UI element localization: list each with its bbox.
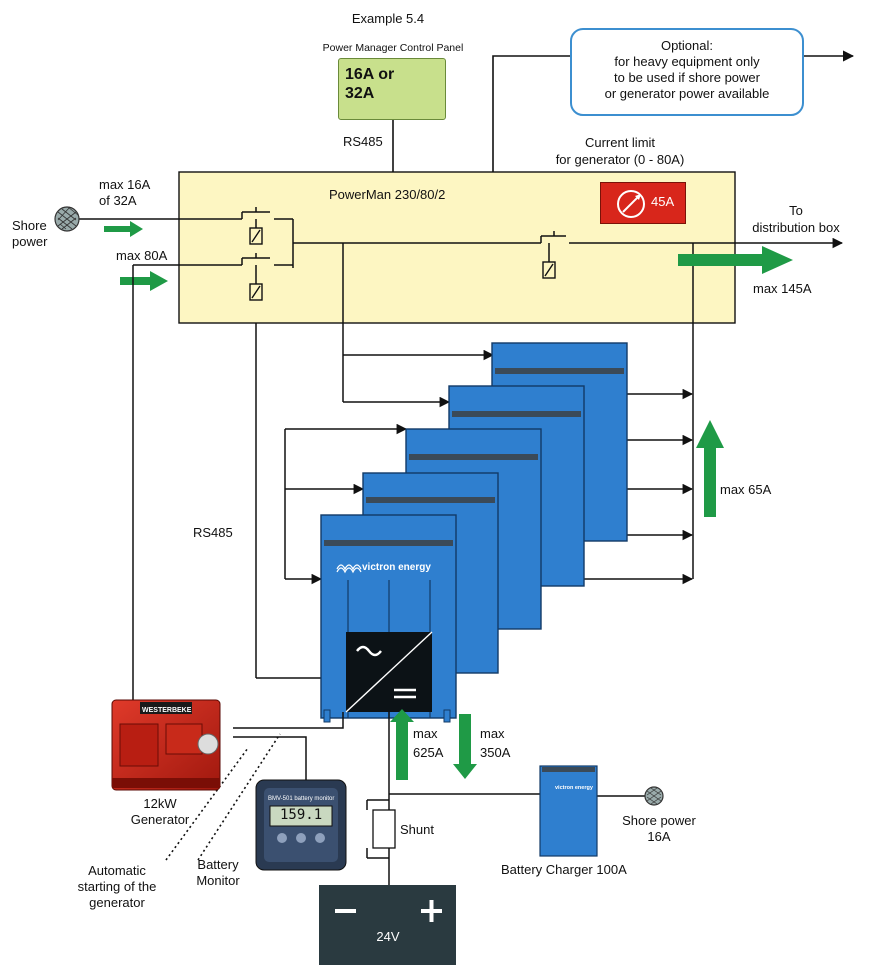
charge-current-line1: max	[413, 726, 438, 741]
victron-logo-icon	[336, 564, 362, 574]
dc-wiring	[132, 688, 647, 885]
optional-line2: for heavy equipment only	[614, 54, 760, 69]
current-limit-dial-icon	[617, 190, 645, 218]
relay-coils	[249, 227, 556, 301]
charge-current-line2: 625A	[413, 745, 444, 760]
green-arrows-currents	[390, 420, 724, 780]
current-limit-line1: Current limit	[584, 135, 656, 150]
multi-units	[320, 342, 628, 723]
shunt-label: Shunt	[400, 822, 434, 837]
powerman-label: PowerMan 230/80/2	[329, 187, 446, 202]
charger-brand: victron energy	[555, 785, 593, 791]
generator-label-line2: Generator	[130, 812, 190, 827]
auto-start-line2: starting of the	[77, 879, 157, 894]
battery-monitor-reading: 159.1	[280, 807, 323, 823]
battery-charger-device	[539, 765, 598, 857]
power-manager-control-panel: 16A or 32A	[338, 58, 446, 120]
shore-power-connector-charger	[644, 786, 664, 806]
charger-shore-line2: 16A	[647, 829, 671, 844]
current-limit-line2: for generator (0 - 80A)	[555, 152, 685, 167]
current-limit-panel: 45A	[600, 182, 686, 224]
battery-monitor-line2: Monitor	[196, 873, 240, 888]
distribution-line1: To	[789, 203, 803, 218]
battery	[319, 885, 456, 965]
current-limit-value: 45A	[651, 194, 675, 209]
diagram-title: Example 5.4	[351, 11, 425, 26]
generator-image	[111, 699, 221, 791]
rs485-left-label: RS485	[193, 525, 233, 540]
control-panel-line1: 16A or	[345, 66, 395, 83]
auto-start-line1: Automatic	[88, 863, 146, 878]
battery-monitor-model: BMV-501 battery monitor	[268, 796, 335, 802]
green-arrows-inputs	[104, 221, 793, 291]
control-panel-caption: Power Manager Control Panel	[322, 42, 464, 54]
inverter-symbol	[345, 631, 433, 713]
powerman-internal-wiring	[55, 207, 844, 323]
generator-label-line1: 12kW	[143, 796, 177, 811]
optional-note-box: Optional: for heavy equipment only to be…	[570, 28, 804, 116]
multi-unit-1	[320, 514, 457, 723]
battery-monitor-line1: Battery	[197, 857, 239, 872]
shore-power-line1: Shore	[12, 218, 47, 233]
auto-start-line3: generator	[89, 895, 145, 910]
discharge-current-line1: max	[480, 726, 505, 741]
distribution-max: max 145A	[753, 281, 812, 296]
generator-brand: WESTERBEKE	[142, 707, 192, 714]
rs485-top-label: RS485	[343, 134, 383, 149]
shunt	[372, 809, 396, 849]
inverter-output-max: max 65A	[720, 482, 772, 497]
battery-monitor-device	[255, 779, 347, 871]
optional-line4: or generator power available	[604, 86, 770, 101]
charger-shore-line1: Shore power	[622, 813, 696, 828]
shore-power-line2: power	[12, 234, 48, 249]
shore-max-line1: max 16A	[99, 177, 151, 192]
generator-input-max: max 80A	[116, 248, 168, 263]
battery-charger-label: Battery Charger 100A	[501, 862, 627, 877]
dotted-lines	[165, 733, 281, 861]
shore-max-line2: of 32A	[99, 193, 137, 208]
shore-power-connector	[54, 206, 80, 232]
victron-brand: victron energy	[362, 562, 431, 573]
battery-voltage: 24V	[376, 929, 400, 944]
discharge-current-line2: 350A	[480, 745, 511, 760]
control-panel-text: 16A or 32A	[345, 65, 394, 103]
optional-line1: Optional:	[660, 38, 714, 53]
distribution-line2: distribution box	[752, 220, 840, 235]
control-panel-line2: 32A	[345, 85, 375, 102]
optional-line3: to be used if shore power	[614, 70, 760, 85]
